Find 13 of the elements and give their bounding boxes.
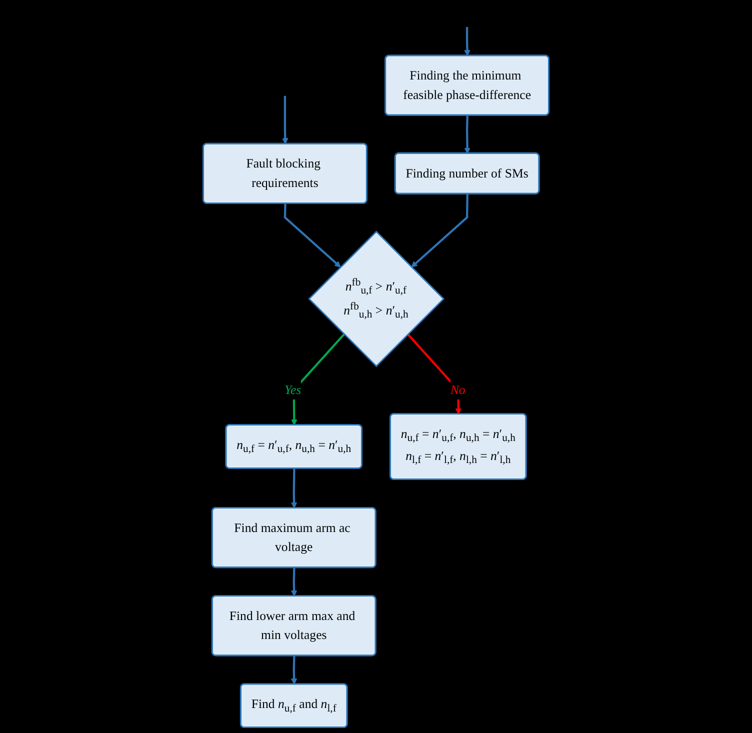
arrow xyxy=(464,115,470,154)
edge-label: No xyxy=(450,382,466,397)
node-diamond: n$^{fb}$$_{u,f}$ > n′$_{u,f}$ n$^{fb}$$_{u,h}$ > n′$_{u,h}$ xyxy=(308,230,445,368)
arrow xyxy=(291,334,345,426)
arrow xyxy=(464,27,470,56)
arrow xyxy=(290,468,298,508)
arrow xyxy=(284,204,341,268)
arrow xyxy=(290,568,298,596)
arrow xyxy=(290,656,298,685)
arrow xyxy=(411,194,468,268)
arrow xyxy=(282,96,288,144)
arrow xyxy=(407,334,462,414)
edge-label: Yes xyxy=(284,382,302,397)
